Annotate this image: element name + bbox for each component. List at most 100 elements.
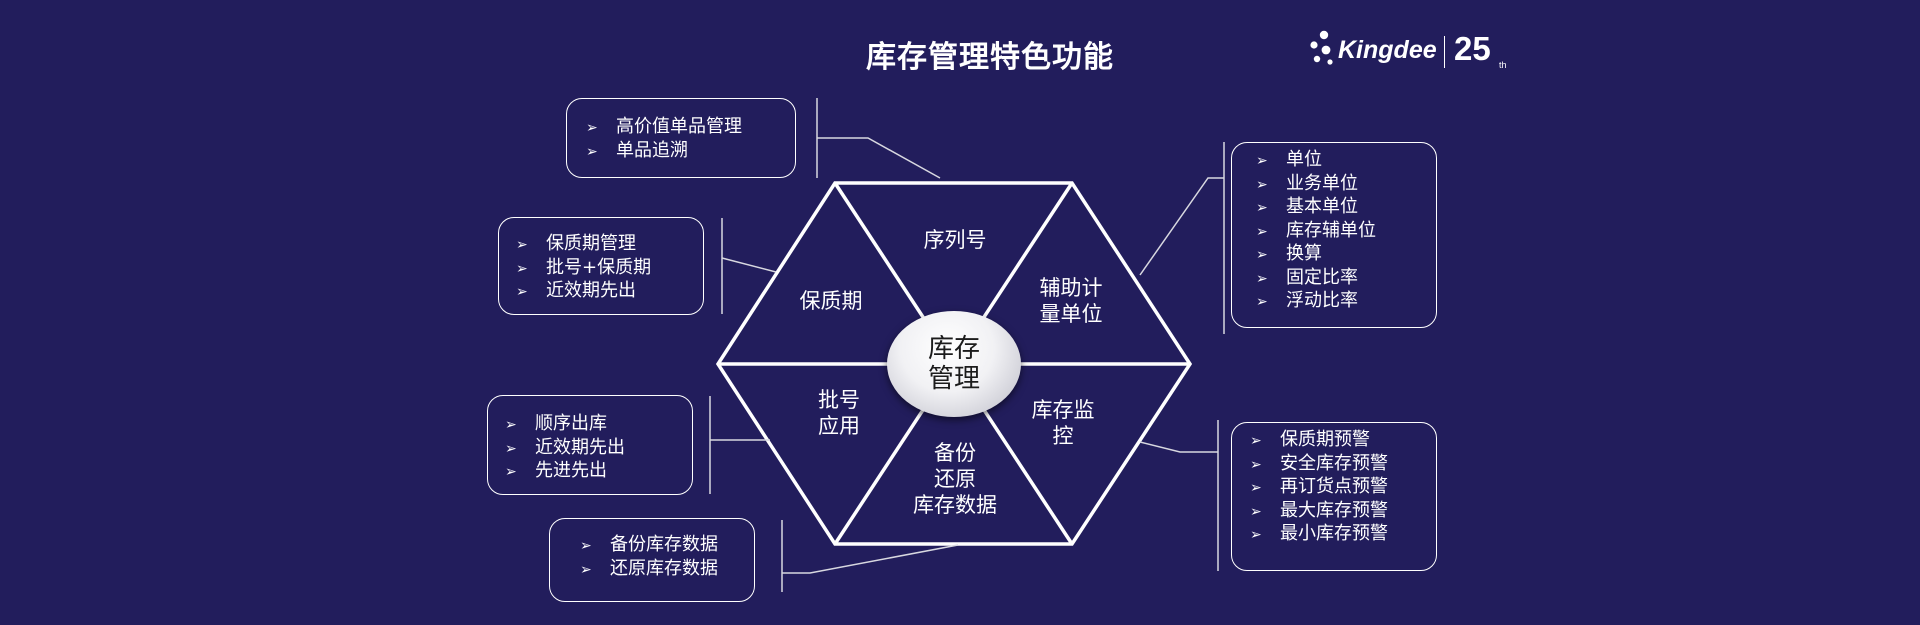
bullet-arrow-icon: ➢ xyxy=(1256,247,1268,263)
feature-item: ➢ 固定比率 xyxy=(1256,267,1436,291)
feature-box-auxiliary-unit: ➢ 单位 ➢ 业务单位 ➢ 基本单位 ➢库存辅单位 ➢ 换算 ➢ 固定比率 ➢ 浮动比率 xyxy=(1231,142,1437,328)
feature-item-text: 备份库存数据 xyxy=(610,534,718,555)
feature-item-text: 高价值单品管理 xyxy=(616,116,742,137)
feature-item: ➢先进先出 xyxy=(505,460,692,484)
segment-label: 控 xyxy=(1052,424,1074,448)
logo-brand-text: Kingdee xyxy=(1338,36,1437,64)
bullet-arrow-icon: ➢ xyxy=(1256,270,1268,287)
bullet-arrow-icon: ➢ xyxy=(516,260,528,277)
feature-item-text: 单位 xyxy=(1286,149,1322,170)
segment-batch-application: 批号 应用 xyxy=(779,387,899,439)
feature-item: ➢ 保质期管理 xyxy=(516,233,703,257)
feature-item: ➢ 批号+保质期 xyxy=(516,257,703,281)
feature-item: ➢ 浮动比率 xyxy=(1256,290,1436,314)
connector-line xyxy=(721,257,777,273)
bullet-arrow-icon: ➢ xyxy=(580,538,592,554)
segment-backup-restore: 备份 还原 库存数据 xyxy=(890,440,1020,518)
feature-item: ➢ 保质期预警 xyxy=(1250,429,1436,453)
bullet-arrow-icon: ➢ xyxy=(1250,433,1262,449)
hub-label: 库存 xyxy=(927,334,980,364)
bullet-arrow-icon: ➢ xyxy=(1250,527,1262,543)
segment-label: 库存数据 xyxy=(913,493,997,517)
feature-item-text: 安全库存预警 xyxy=(1280,452,1388,474)
segment-label: 批号 xyxy=(818,388,860,412)
feature-box-shelf-life: ➢ 保质期管理 ➢ 批号+保质期 ➢ 近效期先出 xyxy=(498,217,704,315)
feature-item: ➢ 单品追溯 xyxy=(586,140,795,164)
connector-line xyxy=(1139,177,1224,276)
bullet-arrow-icon: ➢ xyxy=(505,417,517,433)
feature-box-inventory-monitor: ➢ 保质期预警 ➢安全库存预警 ➢ 再订货点预警 ➢ 最大库存预警 ➢ 最小库存预警 xyxy=(1231,422,1437,571)
logo-anniversary-number: 25 xyxy=(1454,30,1491,67)
feature-item: ➢安全库存预警 xyxy=(1250,453,1436,477)
feature-item-text: 单品追溯 xyxy=(616,139,688,161)
feature-item: ➢ 近效期先出 xyxy=(516,280,703,304)
bullet-arrow-icon: ➢ xyxy=(1250,480,1262,496)
bullet-arrow-icon: ➢ xyxy=(580,561,592,578)
feature-item: ➢ 高价值单品管理 xyxy=(586,116,795,140)
segment-label: 序列号 xyxy=(923,228,987,252)
feature-item-text: 基本单位 xyxy=(1286,196,1358,217)
feature-item: ➢ 近效期先出 xyxy=(505,437,692,461)
feature-box-serial: ➢ 高价值单品管理 ➢ 单品追溯 xyxy=(566,98,796,178)
segment-label: 备份 xyxy=(934,441,976,465)
bullet-arrow-icon: ➢ xyxy=(1256,200,1268,216)
feature-box-batch: ➢ 顺序出库 ➢ 近效期先出 ➢先进先出 xyxy=(487,395,693,495)
feature-item-text: 还原库存数据 xyxy=(610,557,718,579)
feature-item-text: 库存辅单位 xyxy=(1286,219,1376,241)
kingdee-logo: Kingdee 25 th xyxy=(1306,28,1516,76)
segment-serial-number: 序列号 xyxy=(895,227,1015,253)
feature-item-text: 保质期预警 xyxy=(1280,429,1370,450)
bullet-arrow-icon: ➢ xyxy=(1256,153,1268,169)
segment-auxiliary-unit: 辅助计 量单位 xyxy=(1011,275,1131,327)
feature-item-text: 最小库存预警 xyxy=(1280,523,1388,544)
feature-item: ➢ 再订货点预警 xyxy=(1250,476,1436,500)
feature-item: ➢ 顺序出库 xyxy=(505,413,692,437)
logo-dots-icon xyxy=(1310,30,1333,65)
feature-item-text: 最大库存预警 xyxy=(1280,499,1388,521)
feature-item-text: 保质期管理 xyxy=(546,233,636,254)
center-hub: 库存 管理 xyxy=(887,311,1021,417)
feature-item-text: 再订货点预警 xyxy=(1280,476,1388,497)
bullet-arrow-icon: ➢ xyxy=(1256,294,1268,310)
segment-label: 应用 xyxy=(818,414,860,438)
hub-label: 管理 xyxy=(927,364,980,394)
feature-item: ➢ 基本单位 xyxy=(1256,196,1436,220)
feature-item: ➢库存辅单位 xyxy=(1256,220,1436,244)
feature-item: ➢ 最小库存预警 xyxy=(1250,523,1436,547)
bullet-arrow-icon: ➢ xyxy=(1250,503,1262,520)
feature-item: ➢ 备份库存数据 xyxy=(580,534,754,558)
segment-shelf-life: 保质期 xyxy=(771,288,891,314)
bullet-arrow-icon: ➢ xyxy=(586,120,598,136)
page-title: 库存管理特色功能 xyxy=(866,40,1114,75)
bullet-arrow-icon: ➢ xyxy=(1256,176,1268,193)
segment-inventory-monitor: 库存监 控 xyxy=(1003,397,1123,449)
segment-label: 库存监 xyxy=(1031,398,1095,422)
feature-item-text: 批号+保质期 xyxy=(546,256,652,278)
feature-box-backup: ➢ 备份库存数据 ➢ 还原库存数据 xyxy=(549,518,755,602)
feature-item-text: 近效期先出 xyxy=(546,280,636,301)
bullet-arrow-icon: ➢ xyxy=(516,237,528,253)
feature-item-text: 固定比率 xyxy=(1286,266,1358,288)
feature-item-text: 换算 xyxy=(1286,243,1322,264)
connector-line xyxy=(1139,441,1218,453)
logo-divider xyxy=(1444,36,1445,68)
segment-label: 辅助计 xyxy=(1039,276,1103,300)
segment-label: 还原 xyxy=(934,467,976,491)
feature-item: ➢ 还原库存数据 xyxy=(580,558,754,582)
segment-label: 保质期 xyxy=(799,289,863,313)
feature-item: ➢ 单位 xyxy=(1256,149,1436,173)
feature-item: ➢ 业务单位 xyxy=(1256,173,1436,197)
connector-line xyxy=(817,137,941,179)
feature-item-text: 浮动比率 xyxy=(1286,290,1358,311)
feature-item-text: 业务单位 xyxy=(1286,172,1358,194)
feature-item-text: 先进先出 xyxy=(535,460,607,481)
logo-anniversary-suffix: th xyxy=(1499,60,1507,70)
feature-item-text: 近效期先出 xyxy=(535,436,625,458)
connector-line xyxy=(782,544,959,574)
bullet-arrow-icon: ➢ xyxy=(505,440,517,457)
bullet-arrow-icon: ➢ xyxy=(516,284,528,300)
feature-item-text: 顺序出库 xyxy=(535,413,607,434)
feature-item: ➢ 最大库存预警 xyxy=(1250,500,1436,524)
bullet-arrow-icon: ➢ xyxy=(586,143,598,160)
segment-label: 量单位 xyxy=(1039,302,1103,326)
